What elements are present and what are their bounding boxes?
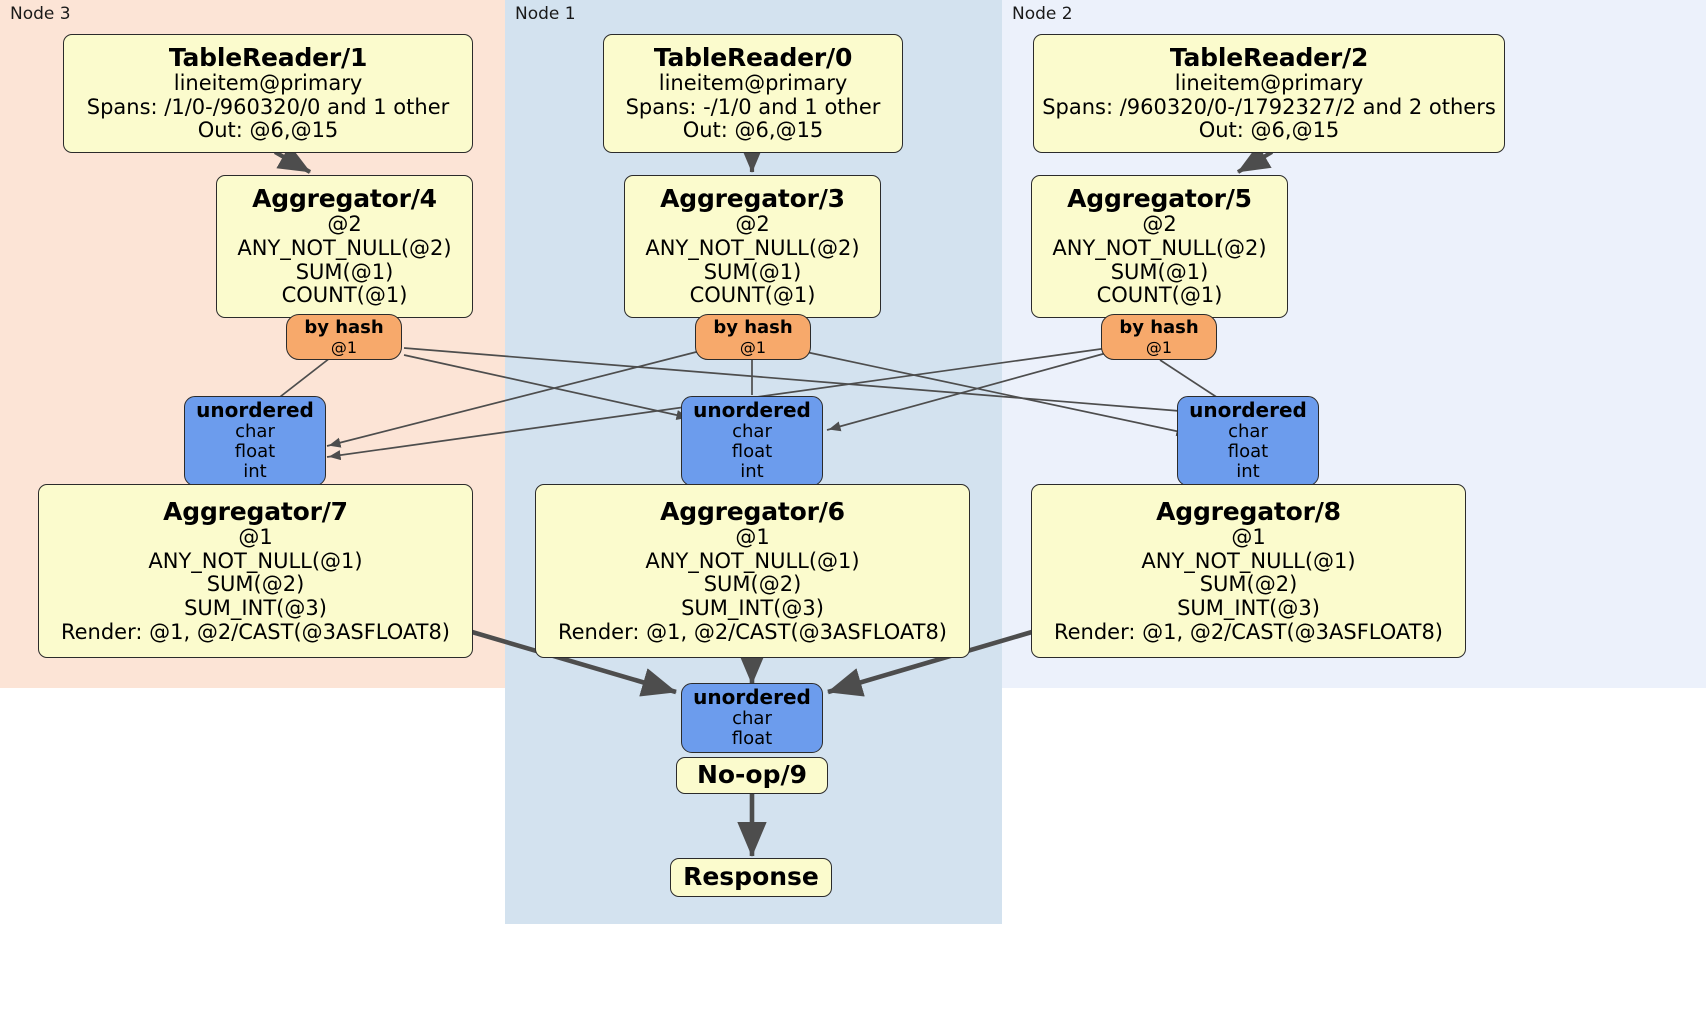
processor-line: SUM_INT(@3) xyxy=(681,595,824,620)
processor-line: Render: @1, @2/CAST(@3ASFLOAT8) xyxy=(557,619,948,644)
router-unordered-final[interactable]: unordered char float xyxy=(681,683,823,753)
processor-line: SUM(@2) xyxy=(1199,572,1298,597)
router-title: unordered xyxy=(1189,398,1307,423)
router-by-hash-center[interactable]: by hash @1 xyxy=(695,314,811,360)
processor-line: @2 xyxy=(1142,212,1177,237)
router-title: unordered xyxy=(693,398,811,423)
processor-line: COUNT(@1) xyxy=(689,283,816,308)
processor-title: Aggregator/4 xyxy=(252,183,437,213)
router-title: unordered xyxy=(196,398,314,423)
router-line: @1 xyxy=(739,337,767,357)
router-by-hash-right[interactable]: by hash @1 xyxy=(1101,314,1217,360)
processor-tablereader-0[interactable]: TableReader/0 lineitem@primary Spans: -/… xyxy=(603,34,903,153)
processor-response[interactable]: Response xyxy=(670,858,832,897)
processor-line: lineitem@primary xyxy=(1174,71,1364,96)
processor-line: SUM(@2) xyxy=(206,572,305,597)
router-line: float xyxy=(731,728,773,750)
processor-line: COUNT(@1) xyxy=(1096,283,1223,308)
processor-title: No-op/9 xyxy=(696,760,808,790)
router-line: int xyxy=(243,461,267,483)
node-panel-label-node2: Node 2 xyxy=(1012,4,1073,24)
processor-line: COUNT(@1) xyxy=(281,283,408,308)
processor-line: Spans: /1/0-/960320/0 and 1 other xyxy=(86,94,450,119)
processor-line: @1 xyxy=(1231,524,1266,549)
router-title: by hash xyxy=(713,317,793,339)
router-line: float xyxy=(234,441,276,463)
processor-aggregator-6[interactable]: Aggregator/6 @1 ANY_NOT_NULL(@1) SUM(@2)… xyxy=(535,484,970,658)
processor-line: Out: @6,@15 xyxy=(682,118,824,143)
processor-line: Render: @1, @2/CAST(@3ASFLOAT8) xyxy=(1053,619,1444,644)
node-panel-label-node3: Node 3 xyxy=(10,4,71,24)
router-line: @1 xyxy=(1145,337,1173,357)
processor-noop-9[interactable]: No-op/9 xyxy=(676,757,828,794)
router-title: unordered xyxy=(693,685,811,710)
processor-line: SUM_INT(@3) xyxy=(184,595,327,620)
processor-line: ANY_NOT_NULL(@1) xyxy=(645,548,860,573)
processor-title: Aggregator/8 xyxy=(1156,496,1341,526)
processor-title: Aggregator/6 xyxy=(660,496,845,526)
router-title: by hash xyxy=(1119,317,1199,339)
processor-line: SUM(@1) xyxy=(703,259,802,284)
processor-line: ANY_NOT_NULL(@2) xyxy=(645,235,860,260)
processor-line: Render: @1, @2/CAST(@3ASFLOAT8) xyxy=(60,619,451,644)
processor-line: Out: @6,@15 xyxy=(1198,118,1340,143)
processor-line: Spans: -/1/0 and 1 other xyxy=(625,94,881,119)
processor-title: TableReader/2 xyxy=(1169,42,1369,72)
processor-line: SUM(@1) xyxy=(1110,259,1209,284)
processor-aggregator-5[interactable]: Aggregator/5 @2 ANY_NOT_NULL(@2) SUM(@1)… xyxy=(1031,175,1288,318)
processor-aggregator-7[interactable]: Aggregator/7 @1 ANY_NOT_NULL(@1) SUM(@2)… xyxy=(38,484,473,658)
router-line: int xyxy=(1236,461,1260,483)
processor-line: @1 xyxy=(735,524,770,549)
router-line: char xyxy=(732,707,772,729)
router-line: char xyxy=(1228,420,1268,442)
router-line: @1 xyxy=(330,337,358,357)
processor-line: @2 xyxy=(735,212,770,237)
edge-aggregator-to-final-router xyxy=(471,629,1033,697)
router-line: int xyxy=(740,461,764,483)
processor-aggregator-3[interactable]: Aggregator/3 @2 ANY_NOT_NULL(@2) SUM(@1)… xyxy=(624,175,881,318)
router-title: by hash xyxy=(304,317,384,339)
processor-title: TableReader/1 xyxy=(168,42,368,72)
router-line: float xyxy=(1227,441,1269,463)
edge-tablereader-to-aggregator xyxy=(273,140,1274,174)
node-panel-label-node1: Node 1 xyxy=(515,4,576,24)
processor-line: Out: @6,@15 xyxy=(197,118,339,143)
processor-tablereader-1[interactable]: TableReader/1 lineitem@primary Spans: /1… xyxy=(63,34,473,153)
router-line: char xyxy=(732,420,772,442)
processor-line: SUM(@2) xyxy=(703,572,802,597)
processor-line: ANY_NOT_NULL(@1) xyxy=(148,548,363,573)
processor-title: Aggregator/7 xyxy=(163,496,348,526)
processor-title: TableReader/0 xyxy=(653,42,853,72)
processor-title: Aggregator/5 xyxy=(1067,183,1252,213)
router-line: char xyxy=(235,420,275,442)
processor-line: @1 xyxy=(238,524,273,549)
processor-title: Response xyxy=(683,862,819,892)
processor-line: SUM_INT(@3) xyxy=(1177,595,1320,620)
processor-line: ANY_NOT_NULL(@2) xyxy=(237,235,452,260)
processor-line: ANY_NOT_NULL(@2) xyxy=(1052,235,1267,260)
router-unordered-right[interactable]: unordered char float int xyxy=(1177,396,1319,486)
processor-line: lineitem@primary xyxy=(173,71,363,96)
router-unordered-left[interactable]: unordered char float int xyxy=(184,396,326,486)
processor-line: ANY_NOT_NULL(@1) xyxy=(1141,548,1356,573)
router-by-hash-left[interactable]: by hash @1 xyxy=(286,314,402,360)
processor-line: SUM(@1) xyxy=(295,259,394,284)
router-unordered-center[interactable]: unordered char float int xyxy=(681,396,823,486)
processor-line: lineitem@primary xyxy=(658,71,848,96)
processor-line: @2 xyxy=(327,212,362,237)
processor-tablereader-2[interactable]: TableReader/2 lineitem@primary Spans: /9… xyxy=(1033,34,1505,153)
router-line: float xyxy=(731,441,773,463)
processor-line: Spans: /960320/0-/1792327/2 and 2 others xyxy=(1042,94,1496,119)
processor-title: Aggregator/3 xyxy=(660,183,845,213)
processor-aggregator-4[interactable]: Aggregator/4 @2 ANY_NOT_NULL(@2) SUM(@1)… xyxy=(216,175,473,318)
processor-aggregator-8[interactable]: Aggregator/8 @1 ANY_NOT_NULL(@1) SUM(@2)… xyxy=(1031,484,1466,658)
